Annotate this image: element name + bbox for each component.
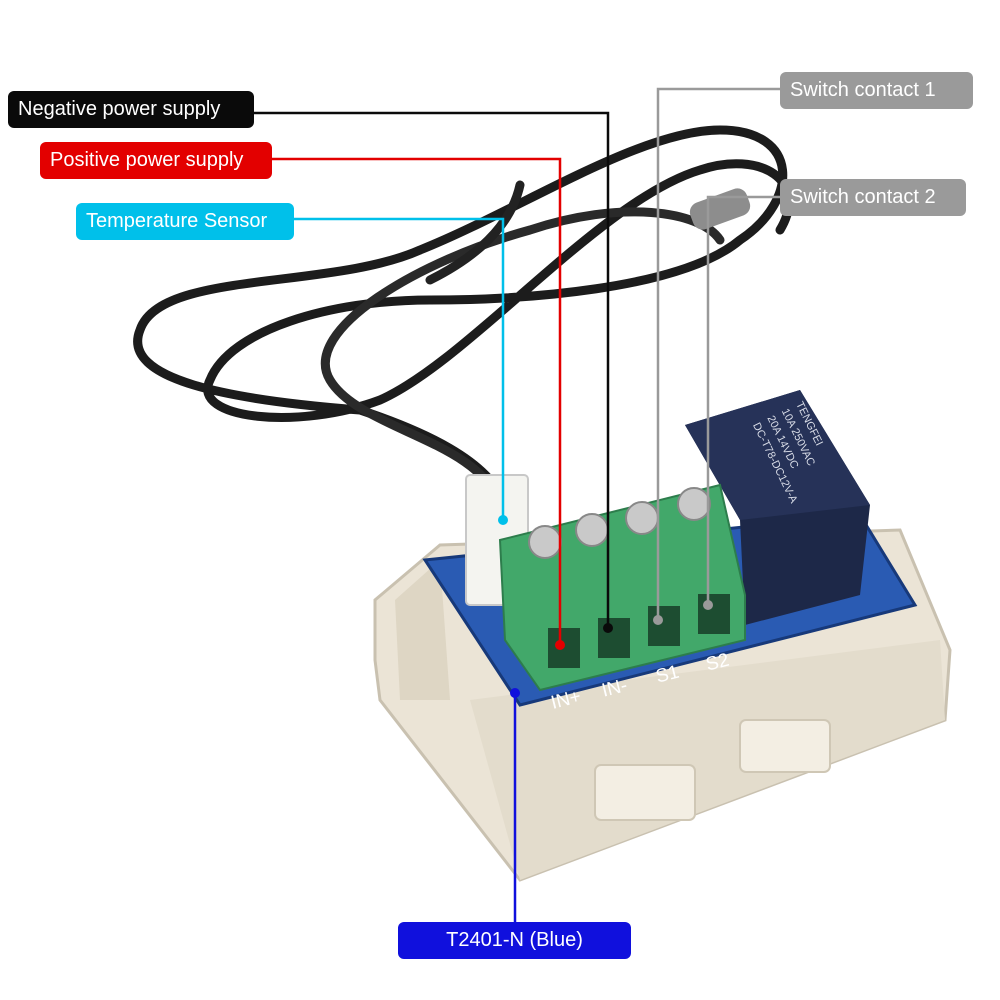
label-switch-contact-1: Switch contact 1 xyxy=(780,72,973,109)
dot-switch-2 xyxy=(703,600,713,610)
dot-switch-1 xyxy=(653,615,663,625)
leader-sensor xyxy=(294,217,505,520)
leader-switch-2 xyxy=(706,195,780,605)
terminal-hole xyxy=(598,618,630,658)
housing-clip-right xyxy=(739,719,831,773)
terminal-hole xyxy=(698,594,730,634)
label-temperature-sensor: Temperature Sensor xyxy=(76,203,294,240)
dot-sensor xyxy=(498,515,508,525)
terminal-hole xyxy=(648,606,680,646)
leader-lines xyxy=(254,87,780,922)
terminal-screw xyxy=(677,487,711,521)
dot-model xyxy=(510,688,520,698)
sensor-cable-coil xyxy=(133,125,794,510)
leader-positive xyxy=(272,157,562,645)
dot-positive xyxy=(555,640,565,650)
temperature-probe xyxy=(689,188,751,230)
terminal-screw xyxy=(528,525,562,559)
leader-negative xyxy=(254,111,610,628)
dot-negative xyxy=(603,623,613,633)
leader-switch-1 xyxy=(656,87,780,620)
housing-clip-left xyxy=(594,764,696,821)
relay xyxy=(685,390,870,625)
terminal-screw xyxy=(625,501,659,535)
label-positive-power-supply: Positive power supply xyxy=(40,142,272,179)
label-negative-power-supply: Negative power supply xyxy=(8,91,254,128)
terminal-screw xyxy=(575,513,609,547)
label-switch-contact-2: Switch contact 2 xyxy=(780,179,966,216)
label-model: T2401-N (Blue) xyxy=(398,922,631,959)
leader-dots xyxy=(498,515,713,698)
